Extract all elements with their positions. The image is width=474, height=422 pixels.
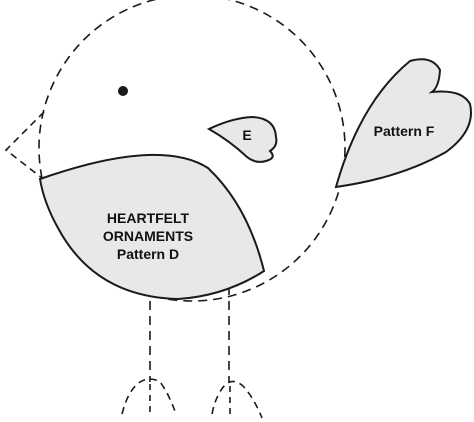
bird-right-foot [211, 380, 263, 419]
pattern-f-label: Pattern F [374, 123, 435, 139]
bird-body-outline [38, 0, 346, 302]
bird-beak-outline [4, 111, 45, 179]
pattern-d-line1: HEARTFELT [107, 210, 190, 226]
pattern-f-heart [334, 58, 472, 189]
bird-eye [118, 86, 128, 96]
pattern-e-label: E [242, 127, 251, 143]
pattern-d-shape [38, 153, 266, 301]
bird-left-foot [121, 378, 177, 415]
pattern-d-line3: Pattern D [117, 246, 179, 262]
pattern-d-line2: ORNAMENTS [103, 228, 193, 244]
pattern-e-heart [206, 115, 278, 163]
